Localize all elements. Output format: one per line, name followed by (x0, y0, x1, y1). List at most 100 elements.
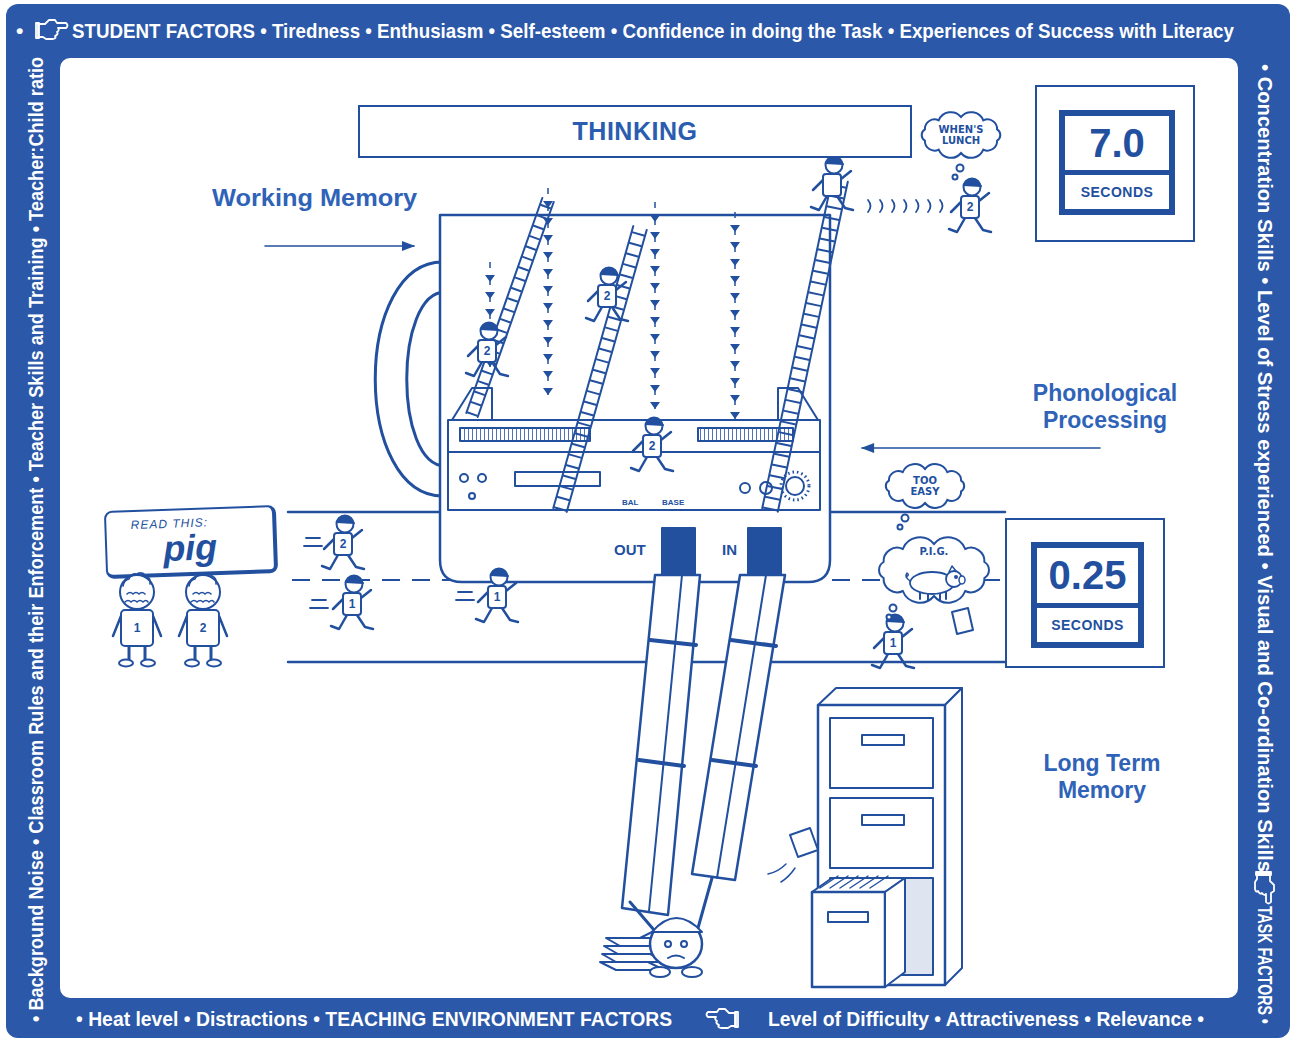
filing-clerk (640, 932, 652, 938)
thought-cloud: WHEN'S LUNCH (916, 110, 1006, 160)
thought-bubble (957, 165, 964, 172)
ladder (466, 198, 542, 413)
pointing-hand (707, 1009, 739, 1028)
falling-arrows (485, 201, 740, 419)
filing-cabinet (828, 912, 868, 922)
ladder (762, 178, 832, 508)
thought-bubble (898, 525, 903, 530)
timer-frame: 0.25SECONDS (1031, 542, 1144, 648)
jersey-number: 2 (959, 198, 981, 216)
filing-cabinet (768, 688, 962, 987)
memory-chute (717, 575, 766, 878)
runner-figure (949, 179, 991, 233)
node-text: TOO EASY (897, 475, 953, 497)
memory-chute (622, 575, 700, 915)
ladder (770, 180, 840, 510)
sound-machine (786, 477, 804, 495)
jersey-number: 2 (596, 287, 618, 305)
falling-arrows (650, 215, 660, 409)
control-label: BASE (662, 498, 684, 508)
filing-clerk (630, 878, 712, 977)
filing-cabinet (862, 735, 904, 745)
filing-cabinet (820, 876, 888, 888)
climber-figure (466, 323, 508, 377)
jersey-number: 1 (341, 595, 363, 613)
filing-cabinet (768, 864, 795, 882)
node-subtext: SECONDS (1065, 175, 1169, 209)
ladder (553, 226, 633, 508)
factor-list: • Heat level • Distractions • TEACHING E… (76, 1008, 672, 1029)
runner-figure (331, 576, 373, 630)
pointer-arrow (862, 447, 1100, 449)
white-panel (60, 58, 1238, 998)
pointing-hand (36, 20, 1274, 1028)
memory-chute (639, 640, 696, 766)
ladder (778, 182, 848, 512)
ladder (560, 228, 640, 510)
arrow-stems (654, 202, 656, 409)
filing-clerk (668, 956, 684, 959)
pointing-hand (1256, 872, 1271, 875)
pointing-hand (38, 20, 68, 39)
factor-bullet: • (16, 20, 23, 41)
ladder (472, 200, 548, 415)
pointing-hand (707, 1009, 737, 1028)
filing-clerk (681, 941, 687, 947)
jersey-number: 1 (126, 619, 148, 637)
factor-list: • Concentration Skills • Level of Stress… (1255, 64, 1276, 872)
timer-frame: 7.0SECONDS (1059, 110, 1175, 215)
out-opening (662, 528, 695, 574)
reading-sign: READ THIS:pig (104, 505, 278, 579)
filing-clerk (652, 918, 702, 932)
climber-figure (586, 268, 628, 322)
jersey-number: 2 (641, 437, 663, 455)
pointing-hand (735, 1012, 738, 1027)
jersey-number: 1 (486, 588, 508, 606)
node-text: 0.25 (1037, 548, 1138, 608)
filing-clerk (650, 967, 670, 977)
thought-bubble (890, 605, 897, 612)
thought-cloud: P.I.G. (874, 537, 994, 603)
part-label: Phonological Processing (1015, 380, 1195, 434)
sound-machine (740, 483, 750, 493)
factor-heading: TASK FACTORS • (1255, 906, 1276, 1024)
pointing-hand (36, 23, 39, 38)
speed-lines (868, 200, 943, 212)
opening-label: OUT (614, 541, 646, 559)
timer-box: 7.0SECONDS (1035, 85, 1195, 242)
node-subtext: pig (163, 529, 218, 567)
memory-chute (622, 575, 785, 915)
ladder (466, 198, 553, 417)
in-opening (748, 528, 781, 574)
sound-machine (448, 388, 820, 510)
falling-arrows (730, 225, 740, 419)
illustration-art (6, 4, 1290, 1038)
factor-border (6, 4, 1290, 1038)
paper-sheet (952, 608, 973, 634)
runner-figure (322, 516, 364, 570)
sound-machine (515, 472, 600, 486)
speed-lines (304, 200, 943, 608)
jersey-number: 2 (476, 342, 498, 360)
thought-bubble (887, 615, 892, 620)
jersey-number: 2 (192, 619, 214, 637)
control-label: BAL (622, 498, 638, 508)
filing-cabinet (945, 688, 962, 985)
filing-clerk (665, 941, 671, 947)
node-text: THINKING (573, 117, 698, 146)
arrow-stems (490, 188, 735, 419)
pointer-arrow (265, 245, 414, 247)
child-figure (179, 573, 227, 667)
thought-bubble (953, 175, 958, 180)
node-text: WHEN'S LUNCH (933, 124, 989, 146)
working-memory-mug (440, 215, 830, 582)
climber-figure (811, 157, 853, 211)
climber-figure (631, 418, 673, 472)
node-text: P.I.G. (920, 546, 949, 557)
factor-list: STUDENT FACTORS • Tiredness • Enthusiasm… (72, 20, 1234, 41)
cloud-outline (879, 537, 989, 602)
child-figure (113, 573, 161, 667)
sound-machine (460, 428, 590, 441)
sound-machine (460, 474, 468, 482)
